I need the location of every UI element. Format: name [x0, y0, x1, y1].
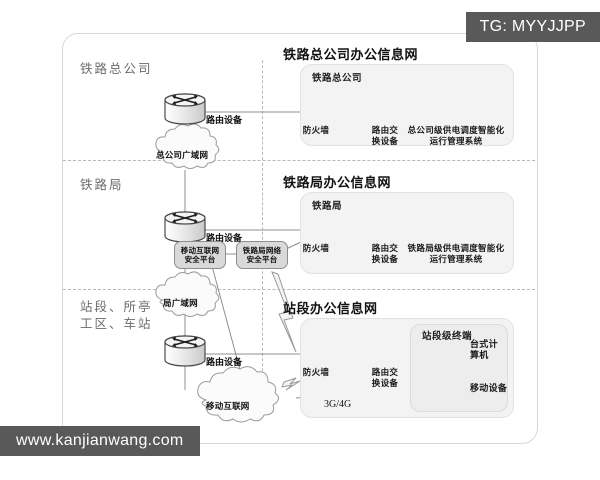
node-label-mobile-device: 移动设备: [470, 384, 508, 394]
node-label-firewall-station: 防火墙: [302, 368, 330, 378]
zone-label-railway-bureau: 铁路局: [80, 177, 124, 192]
cloud-label-bureau-wan: 局广域网: [163, 299, 198, 309]
node-label-firewall-bureau: 防火墙: [302, 244, 330, 254]
cloud-hq-wan: [155, 123, 220, 169]
panel-headquarters: [300, 64, 514, 146]
cloud-mobile-internet: [197, 366, 279, 423]
panel-title-headquarters: 铁路总公司: [312, 73, 363, 84]
node-label-desktop-computer: 台式计 算机: [470, 340, 498, 361]
section-title-station-depot: 站段办公信息网: [283, 302, 378, 317]
node-label-switch-hq: 路由交 换设备: [371, 126, 399, 147]
lightning-bolt-icon: [271, 271, 297, 353]
platform-mobile-internet-security[interactable]: 移动互联网 安全平台: [174, 241, 226, 269]
cloud-bureau-wan: [155, 271, 220, 317]
zone-label-station-depot: 站段、所亭 工区、车站: [80, 299, 153, 331]
router-icon-station: [164, 335, 206, 367]
section-title-railway-bureau: 铁路局办公信息网: [283, 176, 392, 191]
node-label-firewall-hq: 防火墙: [302, 126, 330, 136]
watermark-bottom-tag: www.kanjianwang.com: [0, 426, 200, 456]
cloud-label-mobile-internet: 移动互联网: [206, 402, 250, 412]
section-title-headquarters: 铁路总公司办公信息网: [283, 48, 419, 63]
watermark-top-tag: TG: MYYJJPP: [465, 12, 600, 42]
divider-horizontal-top: [63, 160, 535, 161]
node-label-server-system-bureau: 铁路局级供电调度智能化 运行管理系统: [407, 244, 505, 265]
router-icon-bureau: [164, 211, 206, 243]
divider-vertical-zone1: [262, 60, 263, 160]
node-label-switch-bureau: 路由交 换设备: [371, 244, 399, 265]
node-label-server-system-hq: 总公司级供电调度智能化 运行管理系统: [407, 126, 505, 147]
panel-railway-bureau: [300, 192, 514, 274]
router-label-railway-bureau: 路由设备: [206, 234, 243, 244]
router-label-headquarters: 路由设备: [206, 116, 243, 126]
divider-vertical-zone2: [262, 163, 263, 289]
wireless-label-3g4g: 3G/4G: [324, 399, 352, 410]
node-label-switch-station: 路由交 换设备: [371, 368, 399, 389]
zone-label-headquarters: 铁路总公司: [80, 61, 153, 76]
platform-bureau-network-security[interactable]: 铁路局网络 安全平台: [236, 241, 288, 269]
router-icon-hq: [164, 93, 206, 125]
wireless-bolt-icon: [281, 377, 301, 391]
subpanel-station-terminals: [410, 324, 508, 412]
panel-title-railway-bureau: 铁路局: [312, 201, 343, 212]
cloud-label-hq-wan: 总公司广域网: [156, 151, 209, 161]
router-label-station-depot: 路由设备: [206, 358, 243, 368]
divider-horizontal-bottom: [63, 289, 535, 290]
panel-title-station-terminals: 站段级终端: [422, 331, 473, 342]
